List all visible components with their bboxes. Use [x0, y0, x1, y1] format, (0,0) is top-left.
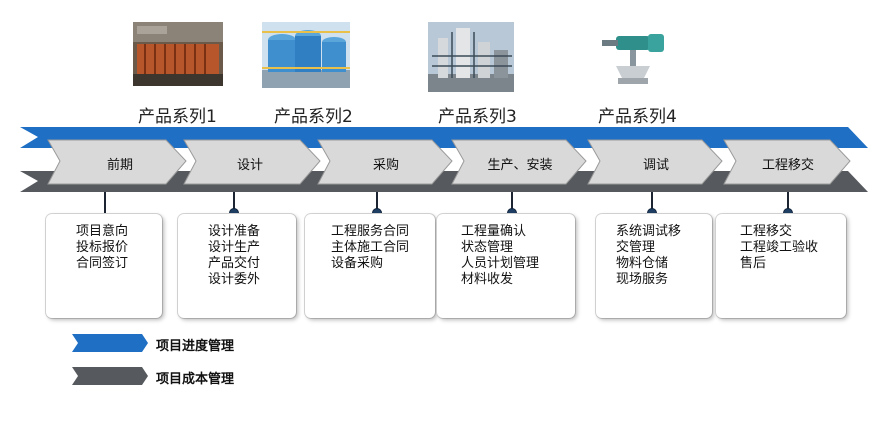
card-item: 工程移交 [740, 224, 793, 239]
stage-chevron-5 [587, 139, 723, 185]
card-item: 设计准备 [208, 224, 261, 239]
connector-line [233, 192, 235, 212]
card-item: 工程量确认 [461, 224, 527, 239]
stage-chevron-1 [47, 139, 187, 185]
agitator-photo [600, 28, 670, 92]
stage-chevrons [47, 139, 851, 185]
legend-progress-label: 项目进度管理 [156, 339, 235, 354]
card-item: 投标报价 [76, 240, 129, 255]
product-label: 产品系列3 [438, 107, 517, 127]
stage-card-1: 项目意向 投标报价 合同签订 [46, 214, 162, 318]
card-item: 主体施工合同 [331, 240, 410, 255]
card-item: 设备采购 [331, 256, 384, 271]
card-item: 状态管理 [461, 240, 514, 255]
card-item: 售后 [740, 256, 767, 271]
product-2: 产品系列2 [262, 22, 358, 127]
product-1: 产品系列1 [130, 22, 226, 127]
stage-label-2: 设计 [236, 158, 263, 173]
stage-chevron-3 [317, 139, 453, 185]
card-item: 设计委外 [208, 272, 261, 287]
stage-chevron-2 [183, 139, 321, 185]
card-item: 工程服务合同 [331, 224, 410, 239]
connector-line [511, 192, 513, 212]
card-item: 物料仓储 [616, 256, 669, 271]
product-3: 产品系列3 [424, 22, 520, 127]
card-item: 系统调试移 [616, 224, 682, 239]
product-label: 产品系列2 [274, 107, 353, 127]
card-item: 人员计划管理 [461, 256, 540, 271]
legend-cost-swatch [72, 367, 148, 385]
legend-cost-label: 项目成本管理 [156, 372, 235, 387]
stage-card-5: 系统调试移 交管理 物料仓储 现场服务 [596, 214, 712, 318]
legend-cost: 项目成本管理 [72, 366, 272, 388]
product-4: 产品系列4 [590, 22, 686, 127]
stage-label-4: 生产、安装 [487, 158, 553, 173]
stage-bands [20, 127, 868, 192]
card-item: 设计生产 [208, 240, 261, 255]
card-item: 产品交付 [208, 256, 261, 271]
card-item: 工程竣工验收 [740, 240, 819, 255]
card-item: 交管理 [616, 240, 656, 255]
connector-line [787, 192, 789, 212]
stage-card-2: 设计准备 设计生产 产品交付 设计委外 [178, 214, 296, 318]
stage-label-6: 工程移交 [761, 158, 814, 173]
filter-press-photo [133, 22, 223, 90]
card-item: 合同签订 [76, 256, 129, 271]
stage-card-6: 工程移交 工程竣工验收 售后 [716, 214, 846, 318]
stage-chevron-4 [451, 139, 587, 185]
stage-label-1: 前期 [106, 158, 133, 173]
card-item: 现场服务 [616, 272, 669, 287]
connector-line [376, 192, 378, 212]
product-label: 产品系列4 [598, 107, 677, 127]
product-label: 产品系列1 [138, 107, 217, 127]
stage-chevron-6 [723, 139, 851, 185]
stage-label-5: 调试 [642, 158, 669, 173]
plant-tower-photo [428, 22, 514, 96]
card-item: 材料收发 [461, 272, 514, 287]
legend-progress-swatch [72, 334, 148, 352]
connector-line [104, 192, 106, 214]
stage-card-4: 工程量确认 状态管理 人员计划管理 材料收发 [437, 214, 575, 318]
stage-label-3: 采购 [372, 158, 399, 173]
connector-line [651, 192, 653, 212]
legend-progress: 项目进度管理 [72, 333, 272, 355]
card-item: 项目意向 [76, 224, 129, 239]
stage-card-3: 工程服务合同 主体施工合同 设备采购 [305, 214, 435, 318]
blue-tanks-photo [262, 22, 350, 92]
